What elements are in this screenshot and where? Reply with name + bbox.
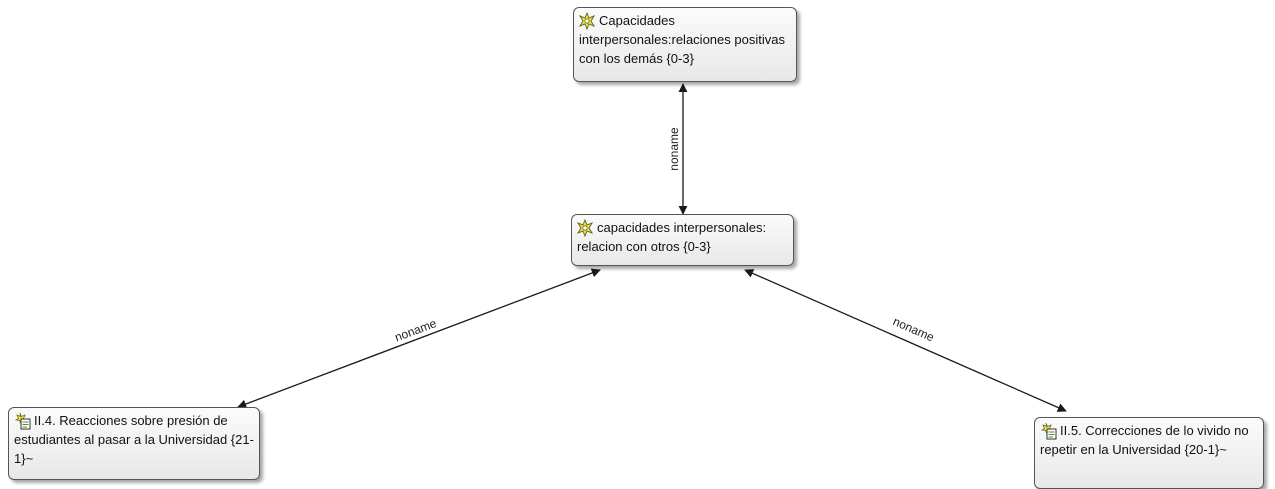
edge-label-top-center: noname [667, 127, 681, 171]
code-document-icon [14, 412, 31, 430]
code-document-icon [1040, 422, 1057, 440]
edge-center-right[interactable] [744, 269, 1067, 412]
node-right-label: II.5. Correcciones de lo vivido no repet… [1040, 423, 1249, 457]
node-top-label: Capacidades interpersonales:relaciones p… [579, 13, 785, 66]
edge-center-left[interactable] [237, 268, 601, 409]
edge-label-center-right: noname [891, 314, 937, 344]
node-center[interactable]: capacidades interpersonales: relacion co… [571, 214, 794, 266]
node-left[interactable]: II.4. Reacciones sobre presión de estudi… [8, 407, 260, 480]
node-top[interactable]: Capacidades interpersonales:relaciones p… [573, 7, 797, 82]
code-star-icon [576, 219, 594, 237]
node-left-label: II.4. Reacciones sobre presión de estudi… [14, 413, 254, 466]
code-star-icon [578, 12, 596, 30]
node-center-label: capacidades interpersonales: relacion co… [577, 220, 767, 254]
node-right[interactable]: II.5. Correcciones de lo vivido no repet… [1034, 417, 1264, 489]
